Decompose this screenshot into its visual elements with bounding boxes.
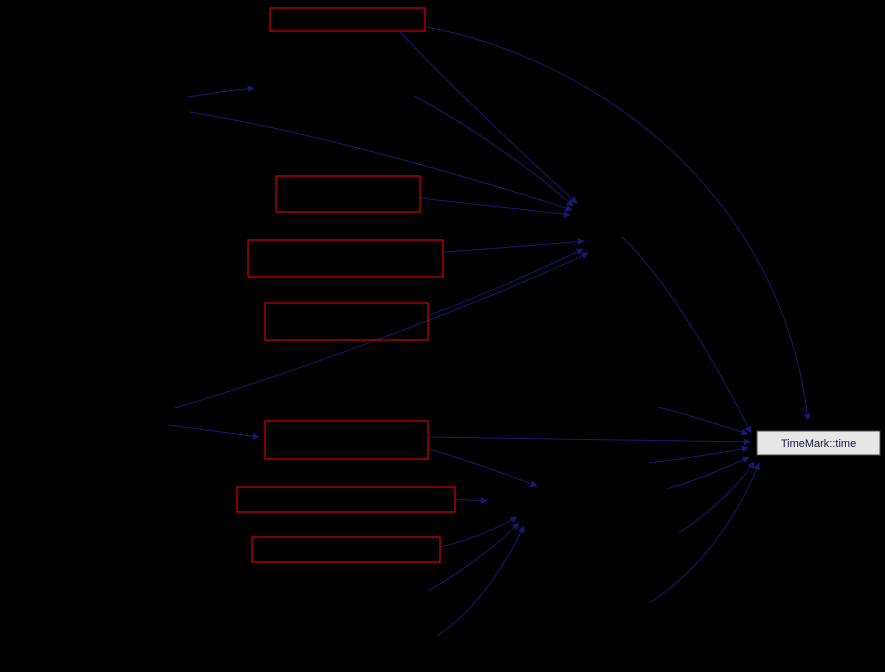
graph-node-box-1[interactable]	[269, 7, 426, 32]
graph-edge-17	[621, 236, 752, 434]
graph-edge-8	[428, 248, 584, 316]
graph-edge-19	[648, 445, 749, 464]
graph-edge-1	[187, 85, 255, 98]
graph-edge-16	[436, 525, 525, 637]
graph-edge-6	[420, 197, 571, 218]
graph-edge-4	[399, 31, 578, 204]
graph-edge-14	[440, 516, 518, 548]
timemark-time-node-box	[756, 430, 881, 456]
graph-node-timemark-time: TimeMark::time	[756, 430, 881, 456]
graph-edge-2	[189, 111, 573, 212]
graph-node-box-7[interactable]	[251, 536, 441, 563]
graph-edge-20	[666, 456, 750, 490]
graph-edge-18	[657, 406, 749, 436]
graph-edge-21	[678, 461, 755, 534]
graph-node-box-3[interactable]	[247, 239, 444, 278]
graph-edge-12	[428, 448, 538, 488]
graph-edge-13	[455, 496, 488, 504]
graph-node-box-2[interactable]	[275, 175, 421, 213]
graph-edges	[167, 26, 811, 637]
graph-edge-5	[413, 95, 574, 207]
graph-edge-15	[427, 522, 520, 592]
graph-edge-9	[174, 252, 589, 409]
graph-edge-3	[425, 26, 811, 421]
graph-nodes	[236, 7, 456, 563]
timemark-time-node-label: TimeMark::time	[781, 438, 856, 450]
graph-node-box-5[interactable]	[264, 420, 429, 460]
graph-node-box-4[interactable]	[264, 302, 429, 341]
graph-edge-22	[648, 462, 760, 604]
graph-edge-11	[428, 436, 751, 446]
graph-edge-10	[167, 424, 260, 440]
graph-edge-7	[443, 238, 585, 253]
graph-node-box-6[interactable]	[236, 486, 456, 513]
